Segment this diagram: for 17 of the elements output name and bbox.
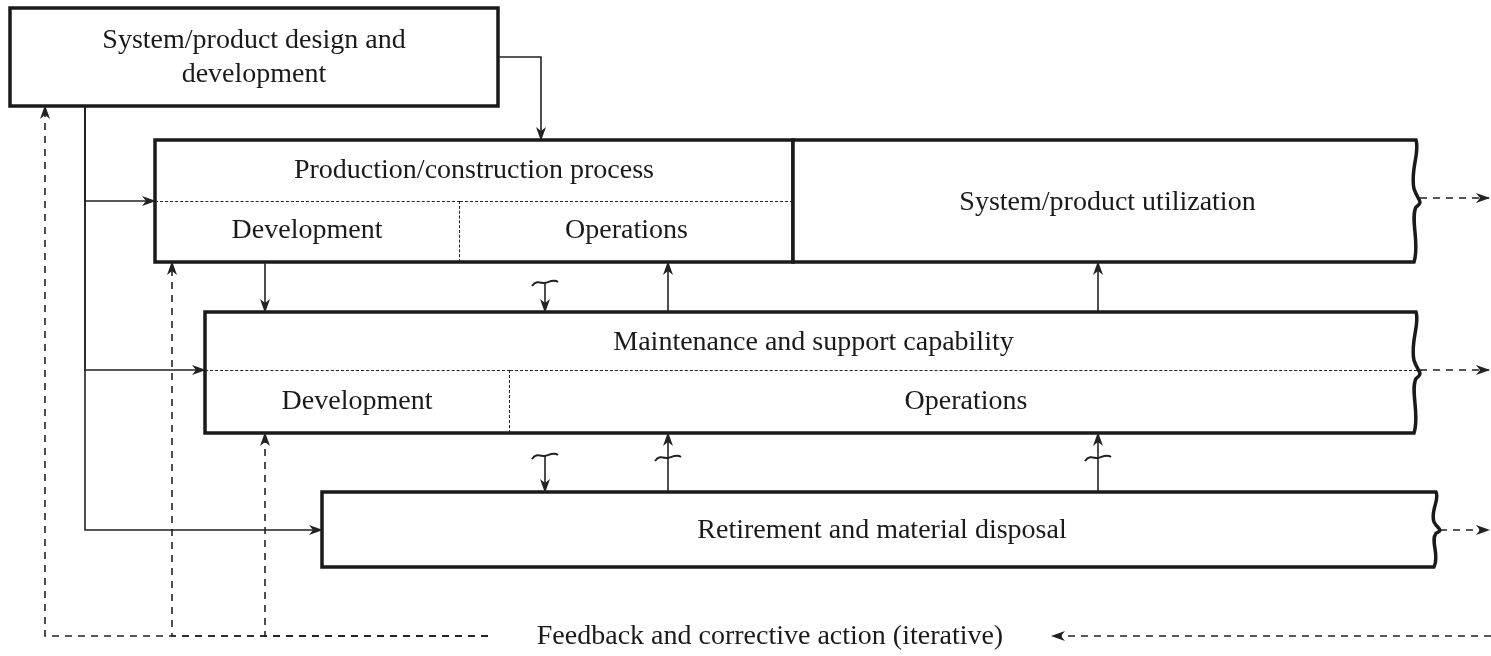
phase-box <box>205 370 510 433</box>
box-label: Production/construction process <box>292 152 656 186</box>
box-label: Maintenance and support capability <box>612 324 1015 358</box>
box-label: Operations <box>903 383 1029 417</box>
box-label: System/product design and development <box>101 22 407 90</box>
box-label: Retirement and material disposal <box>696 512 1068 546</box>
process-box <box>793 140 1422 262</box>
box-label: Operations <box>564 212 689 246</box>
process-box <box>322 492 1442 567</box>
process-box <box>155 140 793 262</box>
box-label: Development <box>230 212 384 246</box>
process-box <box>10 8 498 106</box>
box-label: Development <box>280 383 434 417</box>
phase-box <box>155 201 460 262</box>
box-label: System/product utilization <box>958 184 1257 218</box>
box-label: Feedback and corrective action (iterative) <box>535 618 1005 652</box>
process-box <box>205 312 1422 433</box>
